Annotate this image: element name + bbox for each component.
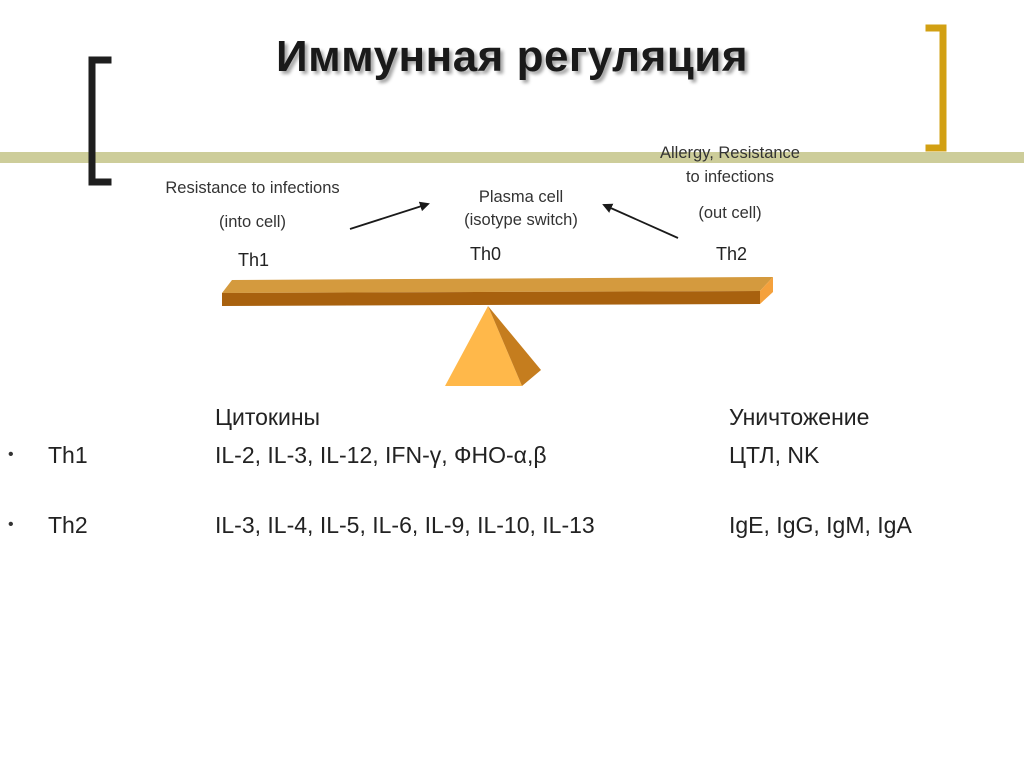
plasma-cell-label: Plasma cell — [428, 188, 614, 207]
balance-beam-top — [222, 277, 773, 293]
bullet-row-1: • — [8, 446, 14, 464]
accent-line — [0, 152, 1024, 163]
table-row-1-destruction: ЦТЛ, NK — [729, 442, 819, 469]
table-row-2-cytokines: IL-3, IL-4, IL-5, IL-6, IL-9, IL-10, IL-… — [215, 512, 595, 539]
table-row-2-name: Th2 — [48, 512, 88, 539]
th1-label: Th1 — [238, 250, 269, 271]
th2-effect-label-2: to infections — [630, 168, 830, 187]
th1-effect-label: Resistance to infections — [130, 179, 375, 198]
balance-beam-front — [222, 291, 760, 306]
th2-effect-label-1: Allergy, Resistance — [630, 144, 830, 163]
table-row-2-destruction: IgE, IgG, IgM, IgA — [729, 512, 912, 539]
th2-location-label: (out cell) — [630, 204, 830, 223]
destruction-header: Уничтожение — [729, 404, 869, 431]
cytokines-header: Цитокины — [215, 404, 320, 431]
th2-label: Th2 — [716, 244, 747, 265]
th0-label: Th0 — [470, 244, 501, 265]
slide-title: Иммунная регуляция — [0, 32, 1024, 82]
bullet-row-2: • — [8, 516, 14, 534]
isotype-switch-label: (isotype switch) — [428, 211, 614, 230]
th1-location-label: (into cell) — [130, 213, 375, 232]
table-row-1-name: Th1 — [48, 442, 88, 469]
table-row-1-cytokines: IL-2, IL-3, IL-12, IFN-γ, ФНО-α,β — [215, 442, 547, 469]
